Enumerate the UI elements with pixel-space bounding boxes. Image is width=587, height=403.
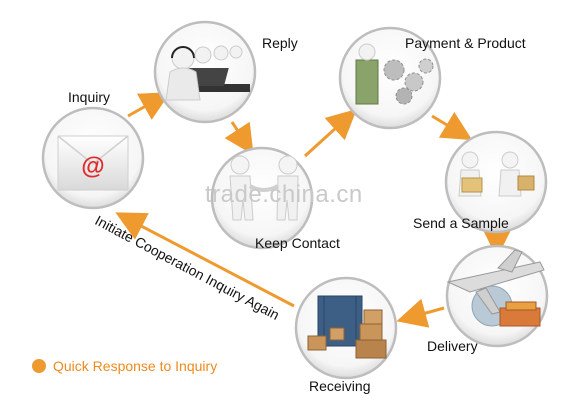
node-reply bbox=[153, 20, 257, 124]
handshake-figures-icon bbox=[229, 155, 299, 221]
arrow-payment-to-sample bbox=[431, 111, 473, 141]
email-at-icon: @ bbox=[57, 135, 129, 191]
money-gears-icon bbox=[355, 43, 434, 105]
label-delivery: Delivery bbox=[427, 338, 478, 354]
svg-text:@: @ bbox=[81, 153, 104, 180]
node-receiving bbox=[294, 276, 398, 380]
headset-operators-icon bbox=[165, 45, 250, 101]
arrow-inquiry-to-reply bbox=[127, 92, 171, 120]
label-receiving: Receiving bbox=[309, 378, 371, 394]
watermark-text: trade.china.cn bbox=[205, 181, 363, 208]
sample-boxes-icon bbox=[458, 151, 535, 197]
arrow-receiving-to-inquiry bbox=[115, 212, 295, 308]
label-sample: Send a Sample bbox=[413, 215, 509, 231]
legend-text: Quick Response to Inquiry bbox=[53, 358, 218, 374]
label-reply: Reply bbox=[262, 35, 298, 51]
airplane-globe-icon bbox=[446, 249, 545, 327]
arrow-keep-contact-to-payment bbox=[303, 108, 357, 158]
legend: Quick Response to Inquiry bbox=[32, 358, 217, 374]
node-sample bbox=[444, 130, 548, 234]
label-payment: Payment & Product bbox=[405, 35, 526, 51]
node-payment bbox=[338, 26, 442, 130]
label-inquiry: Inquiry bbox=[68, 89, 111, 105]
legend-dot bbox=[32, 359, 46, 373]
warehouse-boxes-icon bbox=[307, 295, 387, 359]
node-keep-contact bbox=[210, 146, 314, 250]
node-delivery bbox=[445, 244, 549, 348]
arrow-delivery-to-receiving bbox=[396, 298, 445, 328]
arrow-reply-to-keep-contact bbox=[224, 121, 254, 156]
flow-arrows bbox=[115, 92, 512, 328]
node-inquiry: @ bbox=[41, 106, 145, 210]
label-keep-contact: Keep Contact bbox=[255, 235, 340, 251]
